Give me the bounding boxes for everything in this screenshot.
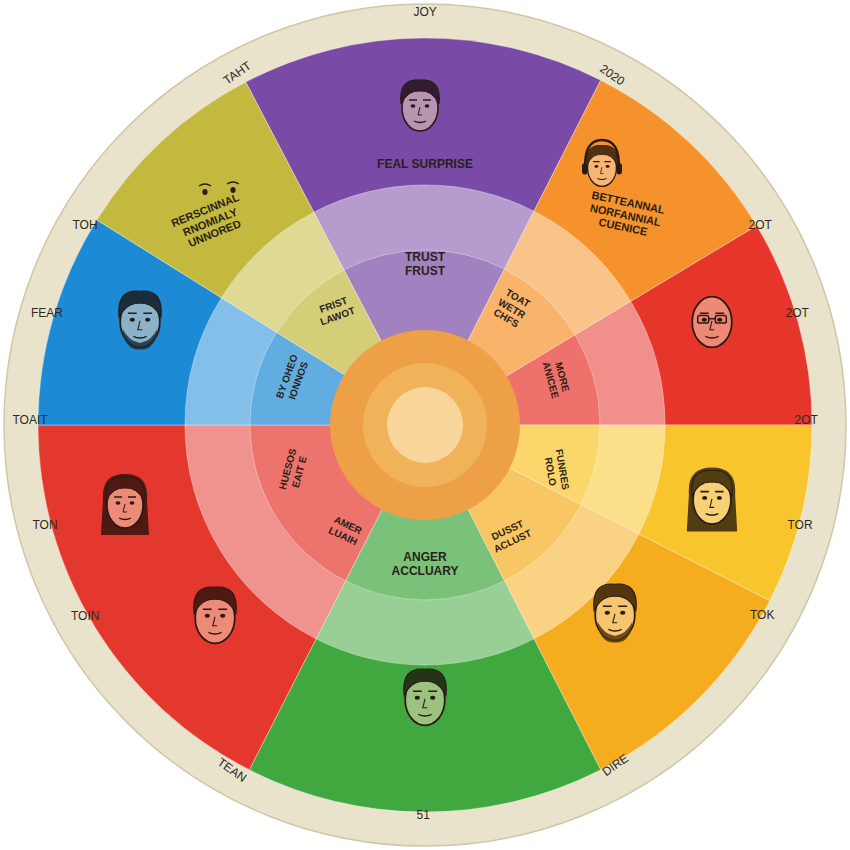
portrait xyxy=(401,80,440,131)
emotion-segment: FEAL SURPRISE xyxy=(350,158,500,172)
portrait xyxy=(404,669,447,725)
ring-label: 2OT xyxy=(795,413,818,427)
ring-label: 2OT xyxy=(749,218,772,232)
hub-center xyxy=(387,387,463,463)
ring-label: JOY xyxy=(414,5,437,19)
portrait xyxy=(582,140,622,186)
ring-label: 2OT xyxy=(786,306,809,320)
hub-ring xyxy=(363,363,487,487)
ring-label: 51 xyxy=(417,808,430,822)
portrait xyxy=(692,297,732,348)
portrait xyxy=(119,291,162,350)
ring-label: FEAR xyxy=(31,306,63,320)
segment-label: FEAL SURPRISE xyxy=(350,158,500,172)
portrait xyxy=(194,587,237,643)
portrait xyxy=(594,584,637,643)
ring-label: TOAIT xyxy=(13,413,48,427)
ring-label: TON xyxy=(33,518,58,532)
outer-ring xyxy=(4,4,846,846)
ring-label: TOH xyxy=(73,218,98,232)
emotion-segment: TRUST FRUST xyxy=(395,251,455,279)
hub-ring xyxy=(330,330,520,520)
emotion-segment: ANGER ACCLUARY xyxy=(375,551,475,579)
portrait xyxy=(101,474,149,535)
portrait xyxy=(687,467,737,531)
ring-label: TOIN xyxy=(71,609,99,623)
segment-label: TRUST FRUST xyxy=(395,251,455,279)
segment-label: ANGER ACCLUARY xyxy=(375,551,475,579)
ring-label: TOR xyxy=(788,518,813,532)
ring-label: TOK xyxy=(750,608,774,622)
